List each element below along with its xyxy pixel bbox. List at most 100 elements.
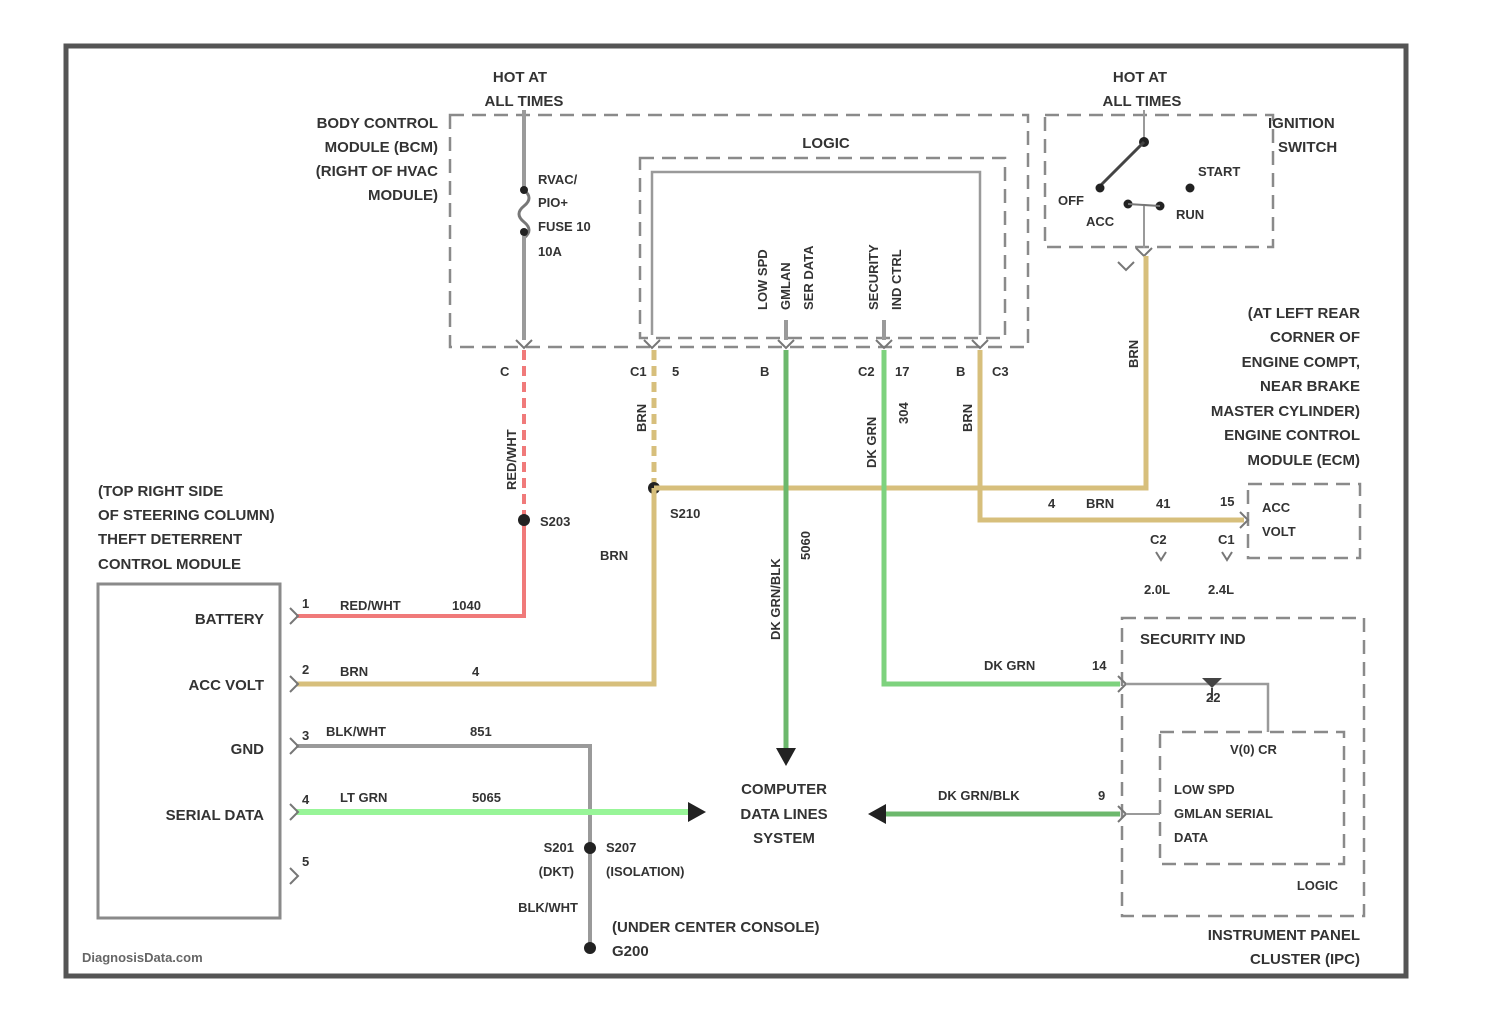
- svg-text:S201: S201: [544, 840, 574, 855]
- ignition-switch-box: [1045, 115, 1273, 247]
- svg-text:1: 1: [302, 596, 309, 611]
- svg-text:MODULE (BCM): MODULE (BCM): [325, 139, 438, 156]
- svg-text:2.0L: 2.0L: [1144, 582, 1170, 597]
- svg-text:BRN: BRN: [960, 404, 975, 432]
- ipc-box: [1122, 618, 1364, 916]
- svg-text:HOT AT: HOT AT: [1113, 69, 1167, 86]
- ign-run-label: RUN: [1176, 207, 1204, 222]
- svg-text:B: B: [956, 364, 965, 379]
- svg-text:2.4L: 2.4L: [1208, 582, 1234, 597]
- tdm-acc-label: ACC VOLT: [188, 677, 264, 694]
- svg-text:S207: S207: [606, 840, 636, 855]
- hot-label-left: HOT AT ALL TIMES: [485, 69, 564, 110]
- bcm-signal-1-label: LOW SPD GMLAN SER DATA: [755, 245, 816, 310]
- ign-acc-label: ACC: [1086, 214, 1115, 229]
- svg-text:B: B: [760, 364, 769, 379]
- console-label: (UNDER CENTER CONSOLE): [612, 919, 820, 936]
- arrow-ipc-to-cdls: [868, 804, 886, 824]
- tdm-serial-label: SERIAL DATA: [166, 807, 265, 824]
- svg-text:C3: C3: [992, 364, 1009, 379]
- wire-red-white-battery: [296, 520, 524, 616]
- svg-text:BLK/WHT: BLK/WHT: [518, 900, 578, 915]
- svg-text:IND CTRL: IND CTRL: [889, 249, 904, 310]
- svg-text:DK GRN: DK GRN: [984, 658, 1035, 673]
- svg-text:851: 851: [470, 724, 492, 739]
- ipc-label: INSTRUMENT PANEL CLUSTER (IPC): [1208, 927, 1360, 968]
- svg-text:BLK/WHT: BLK/WHT: [326, 724, 386, 739]
- svg-text:GMLAN SERIAL: GMLAN SERIAL: [1174, 806, 1273, 821]
- svg-text:5060: 5060: [798, 531, 813, 560]
- ignition-switch-blade: [1100, 142, 1144, 186]
- svg-text:LT GRN: LT GRN: [340, 790, 387, 805]
- svg-text:BRN: BRN: [340, 664, 368, 679]
- svg-text:ALL TIMES: ALL TIMES: [485, 93, 564, 110]
- svg-text:22: 22: [1206, 690, 1220, 705]
- ign-start-label: START: [1198, 164, 1240, 179]
- svg-text:4: 4: [472, 664, 480, 679]
- svg-text:BODY CONTROL: BODY CONTROL: [317, 115, 438, 132]
- svg-text:SYSTEM: SYSTEM: [753, 830, 815, 847]
- svg-text:3: 3: [302, 728, 309, 743]
- svg-text:FUSE 10: FUSE 10: [538, 219, 591, 234]
- svg-text:(AT LEFT REAR: (AT LEFT REAR: [1248, 305, 1360, 322]
- svg-text:4: 4: [1048, 496, 1056, 511]
- svg-text:ENGINE CONTROL: ENGINE CONTROL: [1224, 427, 1360, 444]
- ecm-box: [1248, 484, 1360, 558]
- hot-label-right: HOT AT ALL TIMES: [1103, 69, 1182, 110]
- svg-text:V(0) CR: V(0) CR: [1230, 742, 1278, 757]
- svg-text:C2: C2: [1150, 532, 1167, 547]
- bcm-logic-bus: [652, 172, 980, 335]
- cdls-label: COMPUTER DATA LINES SYSTEM: [740, 781, 827, 847]
- splice-s207: [584, 842, 596, 854]
- svg-text:OF STEERING COLUMN): OF STEERING COLUMN): [98, 507, 275, 524]
- splice-s203: [518, 514, 530, 526]
- ign-off-label: OFF: [1058, 193, 1084, 208]
- fuse-label: RVAC/ PIO+ FUSE 10 10A: [538, 172, 591, 259]
- bcm-box: [450, 115, 1028, 347]
- svg-text:NEAR BRAKE: NEAR BRAKE: [1260, 378, 1360, 395]
- svg-text:15: 15: [1220, 494, 1234, 509]
- svg-text:4: 4: [302, 792, 310, 807]
- svg-text:(ISOLATION): (ISOLATION): [606, 864, 684, 879]
- svg-text:C1: C1: [1218, 532, 1235, 547]
- svg-text:THEFT DETERRENT: THEFT DETERRENT: [98, 531, 242, 548]
- svg-text:SWITCH: SWITCH: [1278, 139, 1337, 156]
- wire-label-red-white-vert: RED/WHT: [504, 429, 519, 490]
- svg-text:ENGINE COMPT,: ENGINE COMPT,: [1242, 354, 1360, 371]
- wire-dk-grn-security: [884, 350, 1120, 684]
- svg-text:9: 9: [1098, 788, 1105, 803]
- tdm-battery-label: BATTERY: [195, 611, 264, 628]
- wire-label-red-white: RED/WHT: [340, 598, 401, 613]
- arrow-tdm-to-cdls: [688, 802, 706, 822]
- wire-brn-ecm: [980, 350, 1244, 520]
- svg-text:1040: 1040: [452, 598, 481, 613]
- bcm-pin-labels: C C1 5 B C2 17 B C3: [500, 364, 1009, 379]
- svg-text:MODULE): MODULE): [368, 187, 438, 204]
- bcm-label: BODY CONTROL MODULE (BCM) (RIGHT OF HVAC…: [316, 115, 438, 204]
- svg-text:CONTROL MODULE: CONTROL MODULE: [98, 556, 241, 573]
- svg-text:BRN: BRN: [634, 404, 649, 432]
- svg-text:14: 14: [1092, 658, 1107, 673]
- svg-text:DATA LINES: DATA LINES: [740, 806, 827, 823]
- bcm-signal-2-label: SECURITY IND CTRL: [866, 244, 904, 310]
- svg-text:GMLAN: GMLAN: [778, 262, 793, 310]
- svg-text:DATA: DATA: [1174, 830, 1209, 845]
- ignition-switch-label: IGNITION SWITCH: [1268, 115, 1337, 156]
- svg-text:S203: S203: [540, 514, 570, 529]
- svg-text:IGNITION: IGNITION: [1268, 115, 1335, 132]
- wire-brn-tdm: [296, 488, 654, 684]
- svg-text:SER DATA: SER DATA: [801, 245, 816, 310]
- svg-text:C: C: [500, 364, 510, 379]
- svg-text:VOLT: VOLT: [1262, 524, 1296, 539]
- svg-text:5065: 5065: [472, 790, 501, 805]
- svg-text:(DKT): (DKT): [539, 864, 574, 879]
- svg-text:C2: C2: [858, 364, 875, 379]
- svg-text:41: 41: [1156, 496, 1170, 511]
- svg-text:S210: S210: [670, 506, 700, 521]
- svg-text:(RIGHT OF HVAC: (RIGHT OF HVAC: [316, 163, 438, 180]
- svg-text:ALL TIMES: ALL TIMES: [1103, 93, 1182, 110]
- svg-text:MASTER CYLINDER): MASTER CYLINDER): [1211, 403, 1360, 420]
- svg-text:CLUSTER (IPC): CLUSTER (IPC): [1250, 951, 1360, 968]
- svg-text:MODULE (ECM): MODULE (ECM): [1248, 452, 1361, 469]
